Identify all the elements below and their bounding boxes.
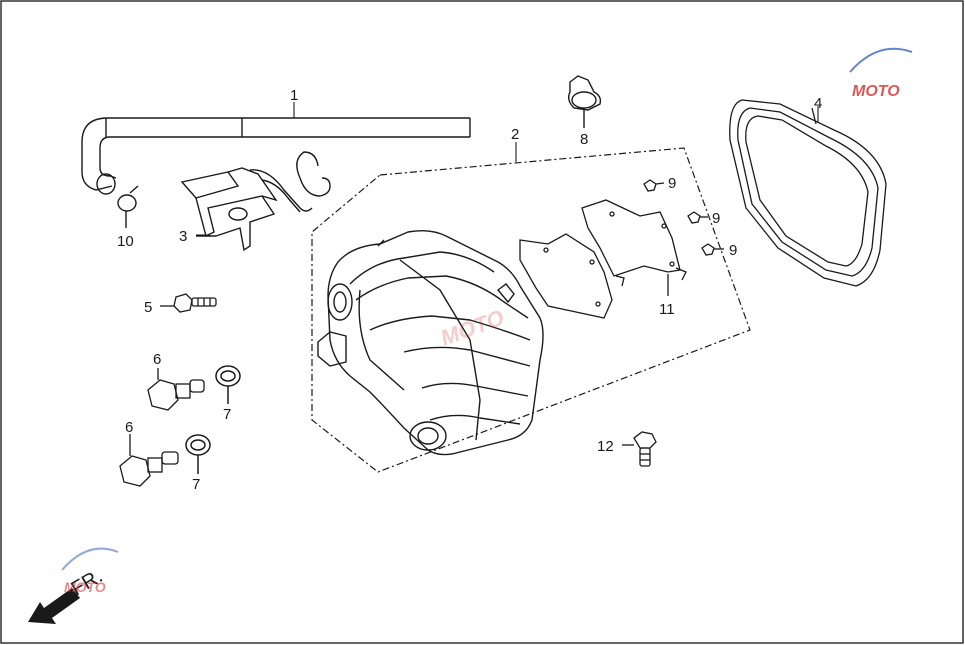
- callout-9-b: 9: [712, 210, 720, 227]
- part-9-bolt-c: [701, 243, 724, 256]
- watermark-logo-center: MOTO: [437, 305, 507, 351]
- callout-12: 12: [597, 438, 614, 455]
- watermark-logo-top: MOTO: [849, 47, 913, 100]
- part-5-bolt: [160, 293, 217, 313]
- part-1-breather-hose: [81, 117, 471, 195]
- part-6-bolt-upper: [147, 368, 205, 411]
- callout-5: 5: [144, 299, 152, 316]
- part-6-bolt-lower: [119, 434, 179, 487]
- part-7-grommet-upper: [215, 365, 241, 404]
- front-arrow-icon: [28, 588, 80, 624]
- part-10-clamp: [117, 185, 139, 228]
- part-3-bracket: [180, 151, 331, 252]
- leader-lines: [196, 102, 819, 236]
- callout-7-lower: 7: [192, 476, 200, 493]
- part-7-grommet-lower: [185, 434, 211, 474]
- part-9-bolt-a: [643, 179, 665, 192]
- baffle-gasket: [519, 199, 687, 319]
- part-12-bolt: [622, 431, 657, 467]
- part-2-assembly-outline: [311, 147, 751, 473]
- callout-1: 1: [290, 87, 298, 104]
- watermark-swoosh-icon-bottom: [61, 547, 119, 571]
- watermark-text-top: MOTO: [852, 83, 900, 100]
- callout-11: 11: [659, 301, 675, 318]
- callout-2: 2: [511, 126, 519, 143]
- callout-6-lower: 6: [125, 419, 133, 436]
- cylinder-head-cover: [317, 229, 544, 456]
- callout-9-c: 9: [729, 242, 737, 259]
- part-4-cover-gasket: [729, 99, 887, 287]
- callout-9-a: 9: [668, 175, 676, 192]
- watermark-text-bottom: MOTO: [64, 579, 106, 595]
- part-8-clip: [567, 75, 602, 128]
- callout-4: 4: [814, 95, 822, 112]
- watermark-logo-bottom: MOTO: [61, 547, 119, 595]
- part-9-bolt-b: [687, 211, 708, 224]
- callout-3: 3: [179, 228, 187, 245]
- watermark-text-center: MOTO: [437, 305, 507, 351]
- callout-8: 8: [580, 131, 588, 148]
- callout-6-upper: 6: [153, 351, 161, 368]
- watermark-swoosh-icon: [849, 47, 913, 73]
- callout-7-upper: 7: [223, 406, 231, 423]
- callout-10: 10: [117, 233, 134, 250]
